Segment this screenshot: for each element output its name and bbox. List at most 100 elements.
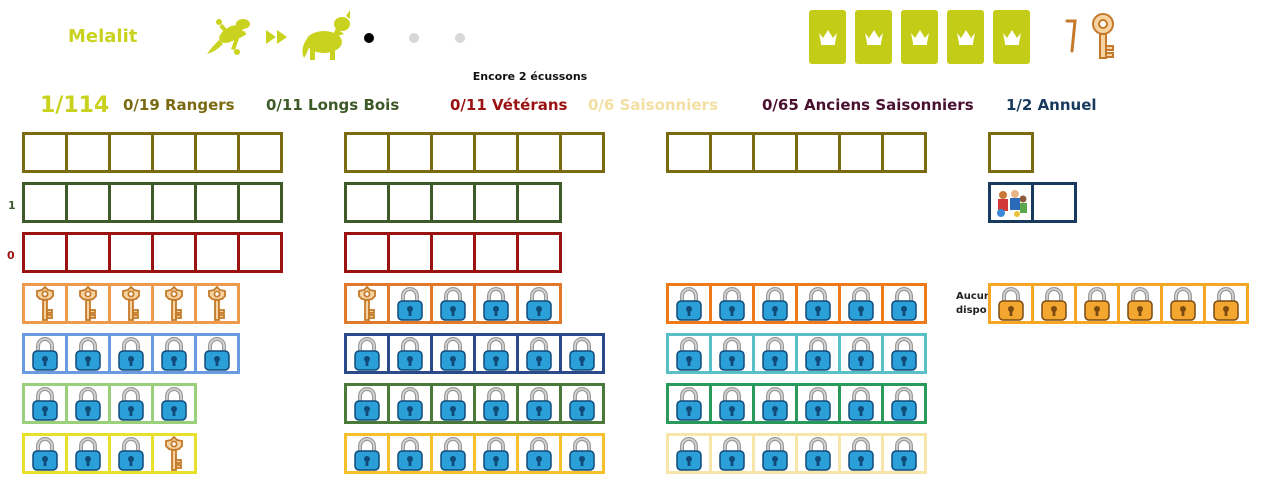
badge-slot-lock-icon[interactable]	[881, 283, 927, 324]
badge-slot-empty[interactable]	[430, 182, 476, 223]
badge-slot-lock-icon[interactable]	[666, 433, 712, 474]
badge-slot-empty[interactable]	[344, 132, 390, 173]
badge-slot-empty[interactable]	[709, 132, 755, 173]
badge-slot-lock-icon[interactable]	[795, 283, 841, 324]
badge-slot-lock-icon[interactable]	[22, 383, 68, 424]
badge-slot-key-icon[interactable]	[65, 283, 111, 324]
badge-slot-empty[interactable]	[194, 132, 240, 173]
badge-slot-empty[interactable]	[22, 232, 68, 273]
badge-slot-lock-icon[interactable]	[387, 333, 433, 374]
badge-slot-empty[interactable]	[108, 232, 154, 273]
badge-slot-empty[interactable]	[752, 132, 798, 173]
badge-slot-empty[interactable]	[559, 132, 605, 173]
badge-slot-empty[interactable]	[151, 182, 197, 223]
badge-slot-empty[interactable]	[795, 132, 841, 173]
badge-slot-empty[interactable]	[65, 182, 111, 223]
badge-slot-empty[interactable]	[151, 232, 197, 273]
badge-slot-lock-icon[interactable]	[344, 333, 390, 374]
badge-slot-empty[interactable]	[473, 132, 519, 173]
badge-slot-lock-icon[interactable]	[881, 383, 927, 424]
badge-slot-lock-icon[interactable]	[1074, 283, 1120, 324]
badge-slot-lock-icon[interactable]	[559, 433, 605, 474]
badge-slot-lock-icon[interactable]	[709, 283, 755, 324]
badge-slot-empty[interactable]	[387, 132, 433, 173]
badge-slot-lock-icon[interactable]	[988, 283, 1034, 324]
badge-slot-empty[interactable]	[108, 182, 154, 223]
badge-slot-lock-icon[interactable]	[838, 383, 884, 424]
badge-slot-key-icon[interactable]	[151, 283, 197, 324]
badge-slot-lock-icon[interactable]	[387, 283, 433, 324]
badge-slot-lock-icon[interactable]	[838, 433, 884, 474]
badge-slot-empty[interactable]	[881, 132, 927, 173]
badge-slot-empty[interactable]	[516, 182, 562, 223]
badge-slot-lock-icon[interactable]	[666, 283, 712, 324]
badge-slot-lock-icon[interactable]	[387, 433, 433, 474]
badge-slot-lock-icon[interactable]	[108, 433, 154, 474]
badge-slot-lock-icon[interactable]	[666, 333, 712, 374]
badge-slot-empty[interactable]	[65, 132, 111, 173]
badge-slot-empty[interactable]	[516, 232, 562, 273]
badge-slot-lock-icon[interactable]	[1031, 283, 1077, 324]
badge-slot-lock-icon[interactable]	[795, 333, 841, 374]
badge-slot-lock-icon[interactable]	[473, 433, 519, 474]
badge-slot-lock-icon[interactable]	[473, 383, 519, 424]
badge-slot-empty[interactable]	[344, 182, 390, 223]
badge-slot-lock-icon[interactable]	[108, 383, 154, 424]
badge-slot-lock-icon[interactable]	[709, 333, 755, 374]
badge-slot-lock-icon[interactable]	[22, 433, 68, 474]
badge-slot-lock-icon[interactable]	[795, 383, 841, 424]
badge-slot-lock-icon[interactable]	[430, 333, 476, 374]
badge-slot-empty[interactable]	[344, 232, 390, 273]
badge-slot-lock-icon[interactable]	[430, 383, 476, 424]
badge-slot-lock-icon[interactable]	[752, 433, 798, 474]
badge-slot-key-icon[interactable]	[194, 283, 240, 324]
badge-slot-empty[interactable]	[473, 232, 519, 273]
badge-slot-lock-icon[interactable]	[709, 383, 755, 424]
badge-slot-empty[interactable]	[108, 132, 154, 173]
badge-slot-lock-icon[interactable]	[838, 333, 884, 374]
badge-slot-lock-icon[interactable]	[838, 283, 884, 324]
badge-slot-lock-icon[interactable]	[666, 383, 712, 424]
badge-slot-lock-icon[interactable]	[151, 333, 197, 374]
badge-slot-lock-icon[interactable]	[430, 283, 476, 324]
badge-slot-lock-icon[interactable]	[1117, 283, 1163, 324]
badge-slot-lock-icon[interactable]	[151, 383, 197, 424]
badge-slot-lock-icon[interactable]	[194, 333, 240, 374]
badge-slot-lock-icon[interactable]	[1203, 283, 1249, 324]
badge-slot-empty[interactable]	[22, 182, 68, 223]
badge-slot-lock-icon[interactable]	[752, 383, 798, 424]
badge-slot-empty[interactable]	[65, 232, 111, 273]
badge-slot-empty[interactable]	[194, 232, 240, 273]
badge-slot-empty[interactable]	[194, 182, 240, 223]
badge-slot-empty[interactable]	[151, 132, 197, 173]
badge-slot-empty[interactable]	[387, 182, 433, 223]
badge-slot-empty[interactable]	[666, 132, 712, 173]
badge-slot-lock-icon[interactable]	[65, 433, 111, 474]
badge-slot-lock-icon[interactable]	[516, 333, 562, 374]
badge-slot-lock-icon[interactable]	[108, 333, 154, 374]
badge-slot-lock-icon[interactable]	[387, 383, 433, 424]
badge-slot-lock-icon[interactable]	[516, 383, 562, 424]
badge-slot-empty[interactable]	[430, 232, 476, 273]
badge-slot-lock-icon[interactable]	[473, 283, 519, 324]
badge-slot-empty[interactable]	[237, 132, 283, 173]
badge-slot-key-icon[interactable]	[108, 283, 154, 324]
badge-slot-lock-icon[interactable]	[430, 433, 476, 474]
badge-slot-empty[interactable]	[387, 232, 433, 273]
badge-slot-lock-icon[interactable]	[516, 433, 562, 474]
badge-slot-lock-icon[interactable]	[65, 383, 111, 424]
badge-slot-lock-icon[interactable]	[881, 333, 927, 374]
badge-slot-group-icon[interactable]	[988, 182, 1034, 223]
badge-slot-lock-icon[interactable]	[516, 283, 562, 324]
badge-slot-empty[interactable]	[430, 132, 476, 173]
badge-slot-empty[interactable]	[988, 132, 1034, 173]
badge-slot-key-icon[interactable]	[344, 283, 390, 324]
badge-slot-lock-icon[interactable]	[65, 333, 111, 374]
badge-slot-lock-icon[interactable]	[344, 433, 390, 474]
badge-slot-empty[interactable]	[516, 132, 562, 173]
badge-slot-lock-icon[interactable]	[752, 333, 798, 374]
badge-slot-lock-icon[interactable]	[344, 383, 390, 424]
badge-slot-key-icon[interactable]	[151, 433, 197, 474]
badge-slot-lock-icon[interactable]	[559, 383, 605, 424]
badge-slot-key-icon[interactable]	[22, 283, 68, 324]
